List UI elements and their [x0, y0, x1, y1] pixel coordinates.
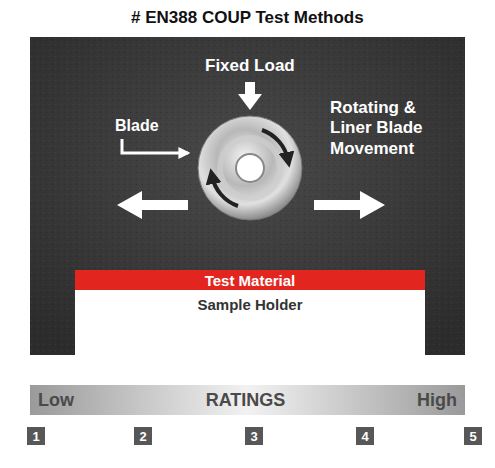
node-label: 5 [469, 429, 476, 444]
disc-ring [220, 138, 280, 198]
rating-number: 1 [27, 427, 45, 445]
sample-holder: Sample Holder [75, 290, 425, 355]
node-label: Sample Holder [197, 296, 302, 313]
rating-number: 5 [464, 427, 482, 445]
ratings-bar-fill [30, 385, 465, 415]
test-material-band: Test Material [75, 270, 425, 290]
node-label: Test Material [205, 272, 296, 289]
blade-disc [198, 116, 302, 220]
rating-number: 2 [134, 427, 152, 445]
title: # EN388 COUP Test Methods [131, 8, 364, 28]
rotation-arrow [262, 130, 288, 160]
node-label: 3 [250, 429, 257, 444]
rating-number: 4 [356, 427, 374, 445]
rotation-arrow [212, 176, 238, 206]
disc-hole [236, 154, 264, 182]
rating-number: 3 [245, 427, 263, 445]
rating-text: Low [38, 390, 74, 411]
node-label: 1 [32, 429, 39, 444]
node-label: 4 [361, 429, 368, 444]
rating-text: High [417, 390, 457, 411]
blade-pointer [122, 139, 188, 153]
load-label: Fixed Load [205, 56, 295, 76]
right-arrow [314, 191, 385, 219]
ratings-bar: Low RATINGS High [30, 385, 465, 415]
node-label: 2 [139, 429, 146, 444]
test-panel [30, 37, 465, 355]
rating-text: RATINGS [206, 390, 286, 411]
left-arrow [117, 191, 188, 219]
movement-label: Rotating & Liner Blade Movement [330, 98, 450, 159]
panel-texture [30, 37, 465, 355]
load-arrow [238, 82, 262, 110]
blade-label: Blade [115, 116, 159, 135]
